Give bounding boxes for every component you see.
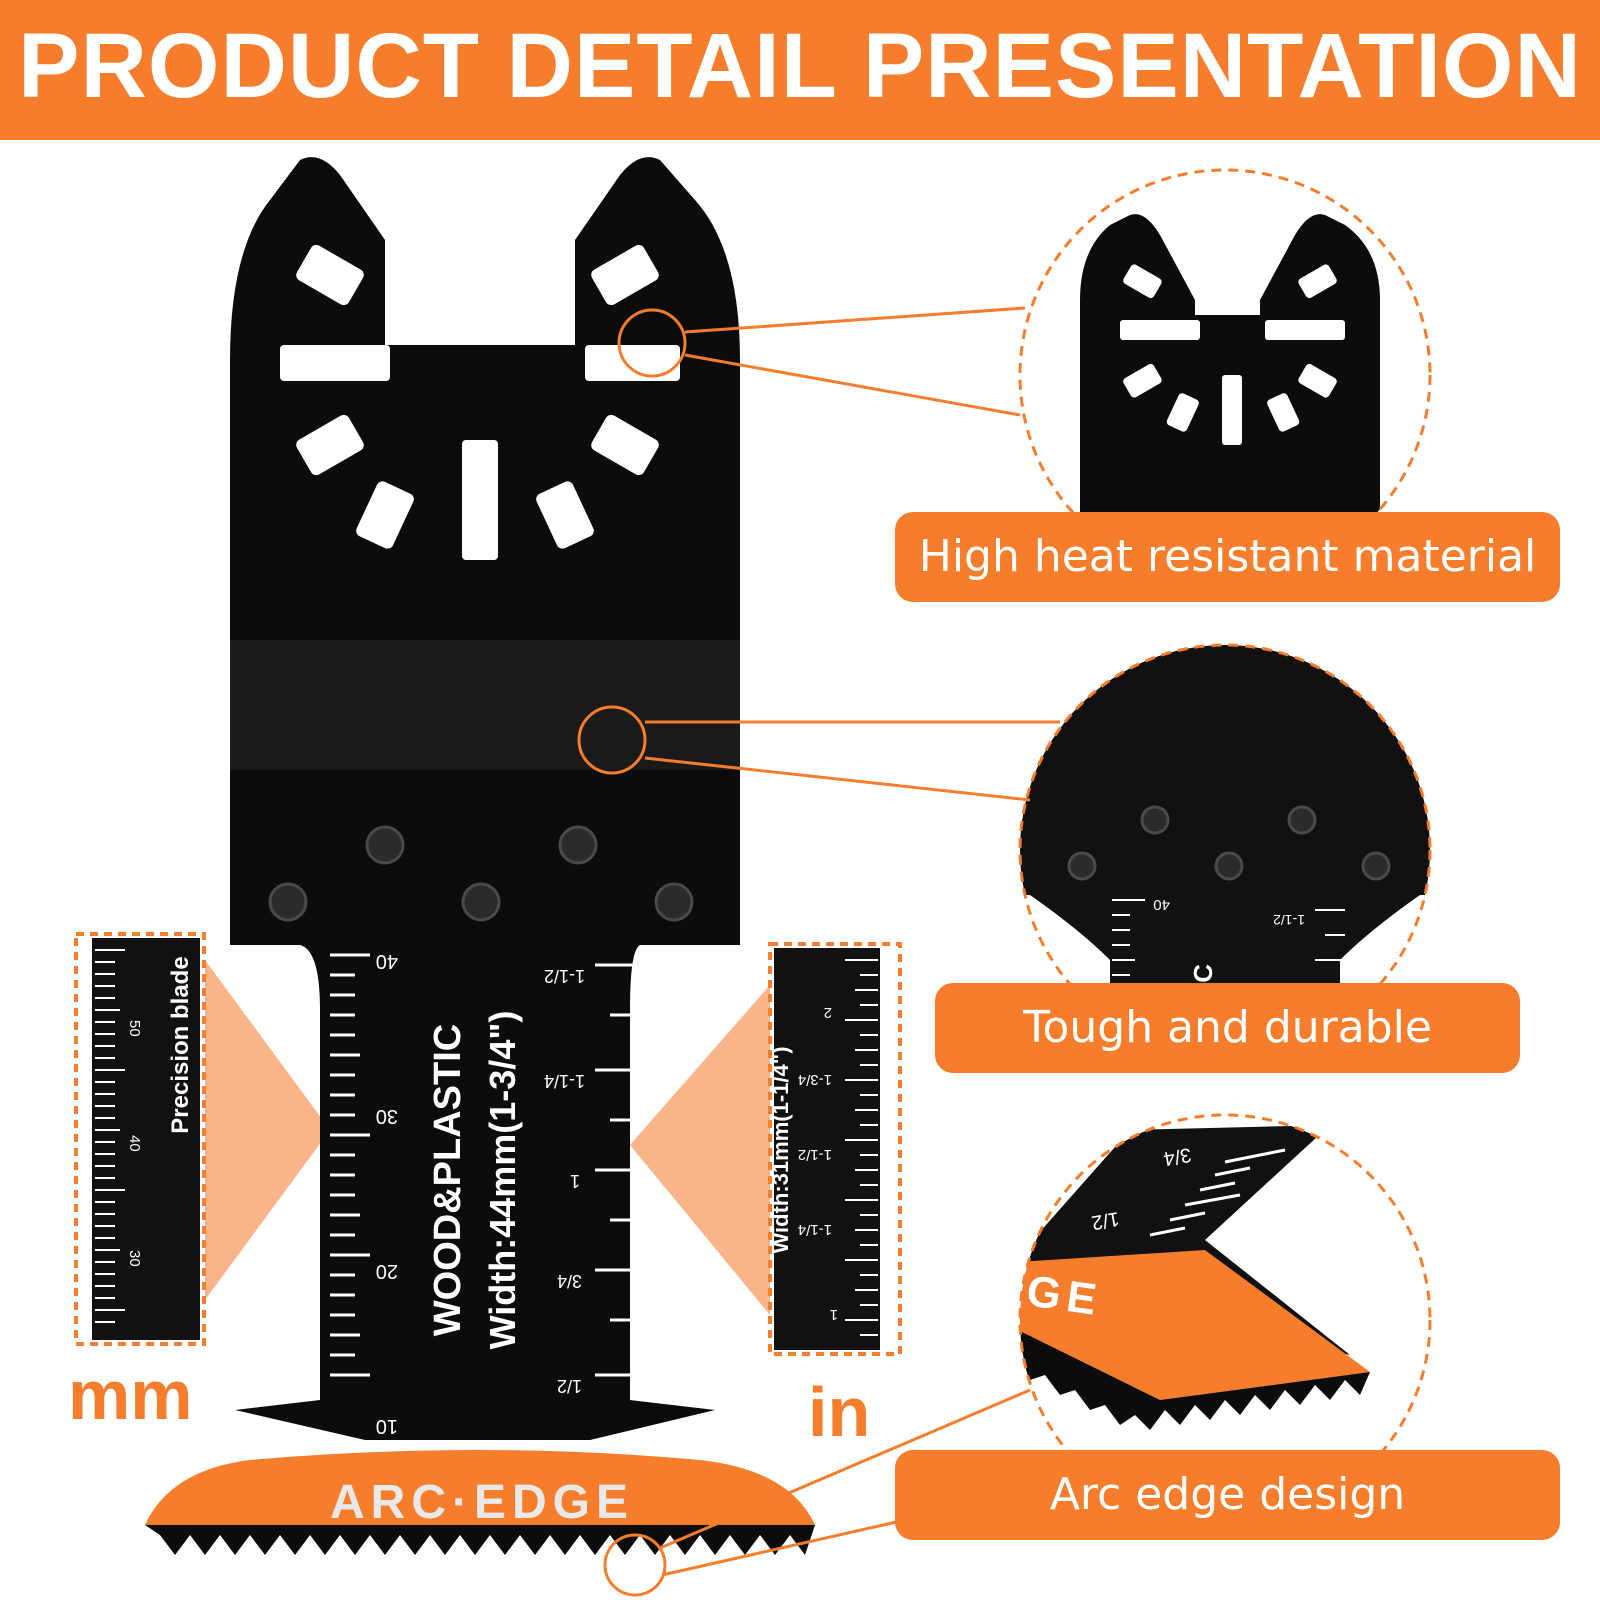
in-detail-tick: 1 xyxy=(830,1306,838,1323)
title-banner: PRODUCT DETAIL PRESENTATION xyxy=(0,0,1600,140)
durable-inch-tick: 1-1/2 xyxy=(1273,912,1305,928)
rivets xyxy=(268,825,694,922)
arc-edge-label: ARC·EDGE xyxy=(330,1476,634,1529)
inch-tick-label: 1-1/2 xyxy=(544,966,585,986)
saw-teeth xyxy=(145,1525,815,1555)
inch-tick-label: 1-1/4 xyxy=(544,1071,585,1091)
mm-zoom-cone xyxy=(205,960,330,1300)
heat-zoom-circle xyxy=(1018,168,1432,582)
in-detail-ruler xyxy=(774,948,880,1350)
callout-heat-resistant: High heat resistant material xyxy=(895,512,1560,602)
main-blade xyxy=(145,157,815,1555)
mm-detail-tick: 30 xyxy=(126,1250,143,1267)
durable-zoom-circle xyxy=(1018,643,1432,1057)
mm-detail-frame xyxy=(74,932,206,1346)
mm-detail-tick: 40 xyxy=(126,1135,143,1152)
mm-tick-label: 20 xyxy=(376,1260,398,1282)
inch-tick-label: 1 xyxy=(570,1171,580,1191)
width-label: Width:44mm(1-3/4") xyxy=(482,1011,523,1350)
in-detail-tick: 1-1/2 xyxy=(798,1146,832,1163)
in-detail-tick: 1-1/4 xyxy=(798,1221,832,1238)
mounting-star-cutout xyxy=(280,244,680,560)
in-detail-frame xyxy=(768,942,902,1356)
inch-tick-label: 3/4 xyxy=(557,1271,582,1291)
arc-zoom-view: 3/4 1/2 GE xyxy=(1020,1125,1370,1430)
mm-unit-label: mm xyxy=(68,1356,193,1434)
arc-edge-band xyxy=(145,1450,815,1525)
mm-tick-label: 10 xyxy=(376,1415,398,1437)
arc-zoom-partial-text: GE xyxy=(1024,1266,1106,1325)
callout-tough-durable: Tough and durable xyxy=(935,983,1520,1073)
precision-blade-label: Precision blade xyxy=(167,956,194,1133)
durable-mm-tick: 40 xyxy=(1153,896,1170,913)
material-label: WOOD&PLASTIC xyxy=(427,1024,469,1336)
in-detail-width-label: Width:31mm(1-1/4") xyxy=(768,1046,793,1253)
in-zoom-cone xyxy=(630,985,770,1315)
arc-zoom-tick: 3/4 xyxy=(1162,1143,1193,1169)
mm-tick-label: 40 xyxy=(376,950,398,972)
in-detail-tick: 1-3/4 xyxy=(798,1071,832,1088)
heat-zoom-view xyxy=(1080,214,1380,515)
arc-zoom-tick: 1/2 xyxy=(1090,1207,1121,1233)
mm-tick-label: 30 xyxy=(376,1105,398,1127)
banner-title: PRODUCT DETAIL PRESENTATION xyxy=(18,15,1582,117)
inch-tick-label: 1/2 xyxy=(557,1376,582,1396)
mm-detail-tick: 50 xyxy=(126,1020,143,1037)
in-detail-tick: 2 xyxy=(824,1004,832,1021)
arc-zoom-circle xyxy=(1018,1113,1432,1527)
in-unit-label: in xyxy=(808,1373,871,1451)
callout-arc-edge: Arc edge design xyxy=(895,1450,1560,1540)
